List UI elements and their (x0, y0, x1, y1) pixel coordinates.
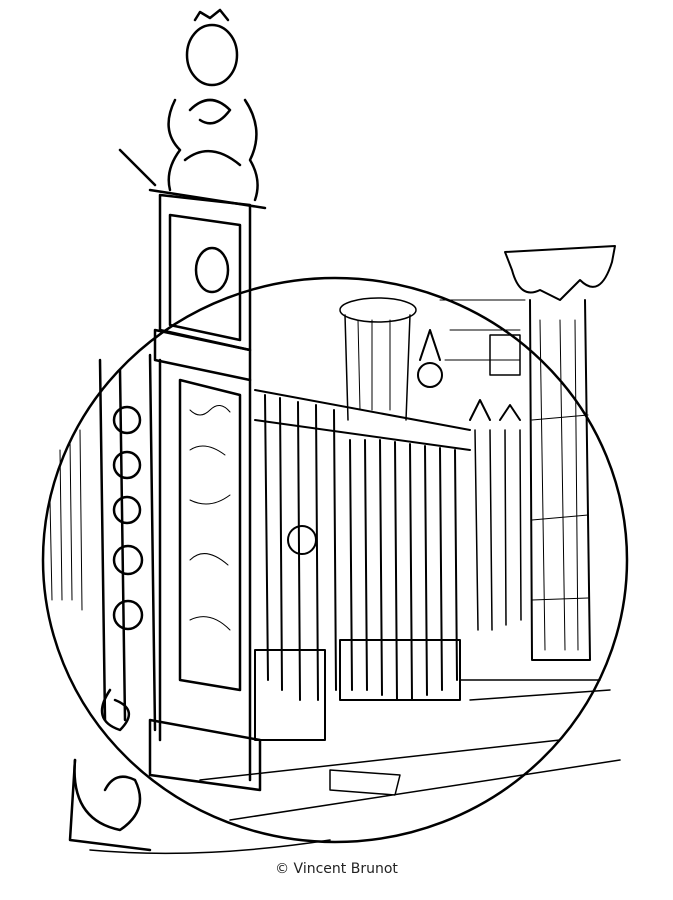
pillar-crest (118, 8, 259, 202)
copyright-caption: © Vincent Brunot (275, 861, 398, 877)
scroll-base (68, 688, 152, 852)
ink-hatching (49, 405, 231, 631)
vignette-circle (41, 276, 629, 844)
right-column (504, 245, 616, 661)
main-pillar (98, 188, 267, 792)
gate-bars (254, 329, 522, 741)
ground (89, 679, 621, 855)
background-column (339, 297, 526, 421)
